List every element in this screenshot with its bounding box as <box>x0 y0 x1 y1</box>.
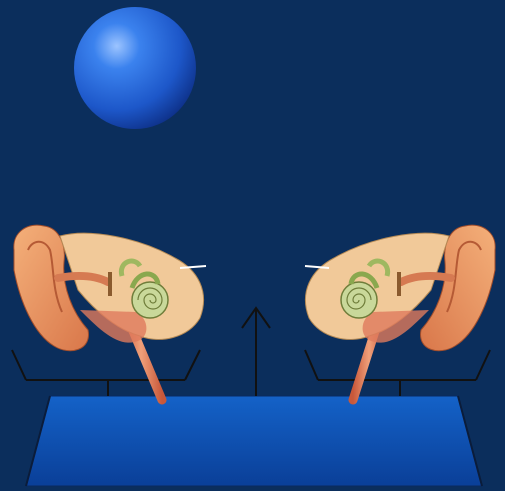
balance-frame <box>12 350 490 396</box>
right-ear-anatomy <box>305 225 495 400</box>
up-arrow-icon <box>242 308 270 396</box>
left-ear-anatomy <box>14 225 206 400</box>
platform <box>26 396 482 486</box>
sphere <box>74 7 196 129</box>
